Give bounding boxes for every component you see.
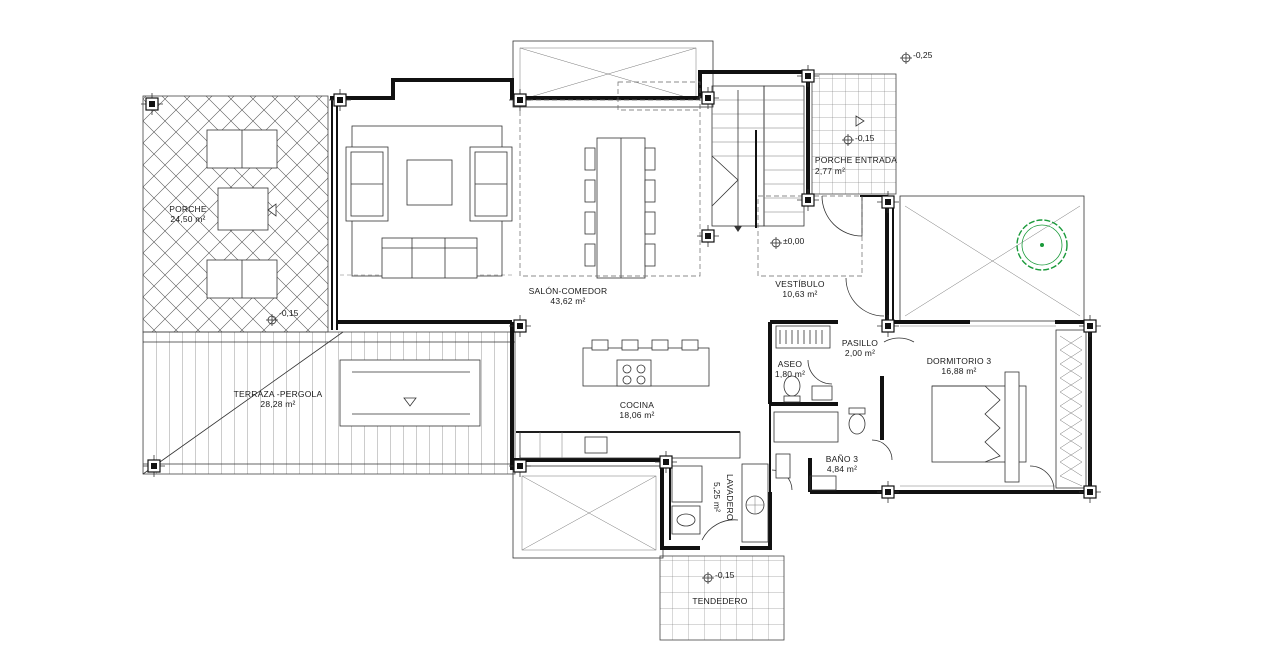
column-marker-icon <box>143 455 165 477</box>
pasillo-name: PASILLO <box>842 338 878 348</box>
terraza-area: 28,28 m² <box>260 399 295 409</box>
staircase <box>711 85 863 277</box>
level-marker-icon: -0,25 <box>900 50 933 64</box>
porche-entrada-area <box>811 73 897 195</box>
tendedero-area <box>659 555 785 641</box>
door-swing-icon <box>701 195 1055 541</box>
balcony-right <box>899 195 1085 322</box>
terraza-table <box>339 359 481 427</box>
column-marker-icon <box>797 189 819 211</box>
lavadero-area: 5,25 m² <box>712 482 722 512</box>
column-marker-icon <box>329 89 351 111</box>
level-marker-icon: -0,15 <box>842 133 875 146</box>
salon-name: SALÓN-COMEDOR <box>529 286 608 296</box>
column-marker-icon <box>697 225 719 247</box>
stair-arrow-icon <box>734 226 742 232</box>
porche-entrada-area: 2,77 m² <box>815 166 845 176</box>
column-marker-icon <box>877 315 899 337</box>
column-marker-icon <box>1079 315 1101 337</box>
porche-area: 24,50 m² <box>170 214 205 224</box>
porche-entrada-name: PORCHE ENTRADA <box>815 155 897 165</box>
salon-interior <box>340 81 701 279</box>
column-marker-icon <box>877 191 899 213</box>
dormitorio-name: DORMITORIO 3 <box>927 356 992 366</box>
walls <box>330 70 1092 550</box>
vestibulo-name: VESTÍBULO <box>775 279 825 289</box>
aseo-name: ASEO <box>778 359 803 369</box>
column-marker-icon <box>655 451 677 473</box>
tree-icon <box>1016 219 1068 271</box>
column-marker-icon <box>509 89 531 111</box>
level-tendedero-label: -0,15 <box>715 570 735 580</box>
terraza-name: TERRAZA -PERGOLA <box>234 389 323 399</box>
terraza-area <box>142 331 516 475</box>
balcony-bottom <box>512 465 664 559</box>
salon-area: 43,62 m² <box>550 296 585 306</box>
column-markers <box>141 65 1101 503</box>
cocina-name: COCINA <box>620 400 654 410</box>
bano-area: 4,84 m² <box>827 464 857 474</box>
level-entrada-label: -0,15 <box>855 133 875 143</box>
level-porche-label: -0,15 <box>279 308 299 318</box>
cocina-area: 18,06 m² <box>619 410 654 420</box>
porche-furniture <box>206 129 278 299</box>
level-top-label: -0,25 <box>913 50 933 60</box>
cocina-interior <box>519 339 741 459</box>
room-labels: PORCHE 24,50 m² TERRAZA -PERGOLA 28,28 m… <box>169 155 991 606</box>
column-marker-icon <box>697 87 719 109</box>
bath-fixtures <box>773 325 866 491</box>
lavadero-interior <box>671 463 769 543</box>
porche-area <box>142 95 329 333</box>
aseo-area: 1,80 m² <box>775 369 805 379</box>
bano-name: BAÑO 3 <box>826 454 858 464</box>
porche-name: PORCHE <box>169 204 207 214</box>
column-marker-icon <box>1079 481 1101 503</box>
level-marker-icon: -0,15 <box>702 570 735 584</box>
tendedero-name: TENDEDERO <box>692 596 747 606</box>
level-interior-label: ±0,00 <box>783 236 804 246</box>
level-marker-icon: ±0,00 <box>770 236 804 249</box>
column-marker-icon <box>877 481 899 503</box>
pasillo-area: 2,00 m² <box>845 348 875 358</box>
level-markers: -0,25 -0,15 ±0,00 -0,15 -0,15 <box>266 50 933 584</box>
vestibulo-area: 10,63 m² <box>782 289 817 299</box>
dormitorio-interior <box>900 325 1087 489</box>
level-marker-icon: -0,15 <box>266 308 299 326</box>
column-marker-icon <box>509 455 531 477</box>
column-marker-icon <box>141 93 163 115</box>
column-marker-icon <box>509 315 531 337</box>
dormitorio-area: 16,88 m² <box>941 366 976 376</box>
column-marker-icon <box>797 65 819 87</box>
lavadero-name: LAVADERO <box>725 474 735 521</box>
